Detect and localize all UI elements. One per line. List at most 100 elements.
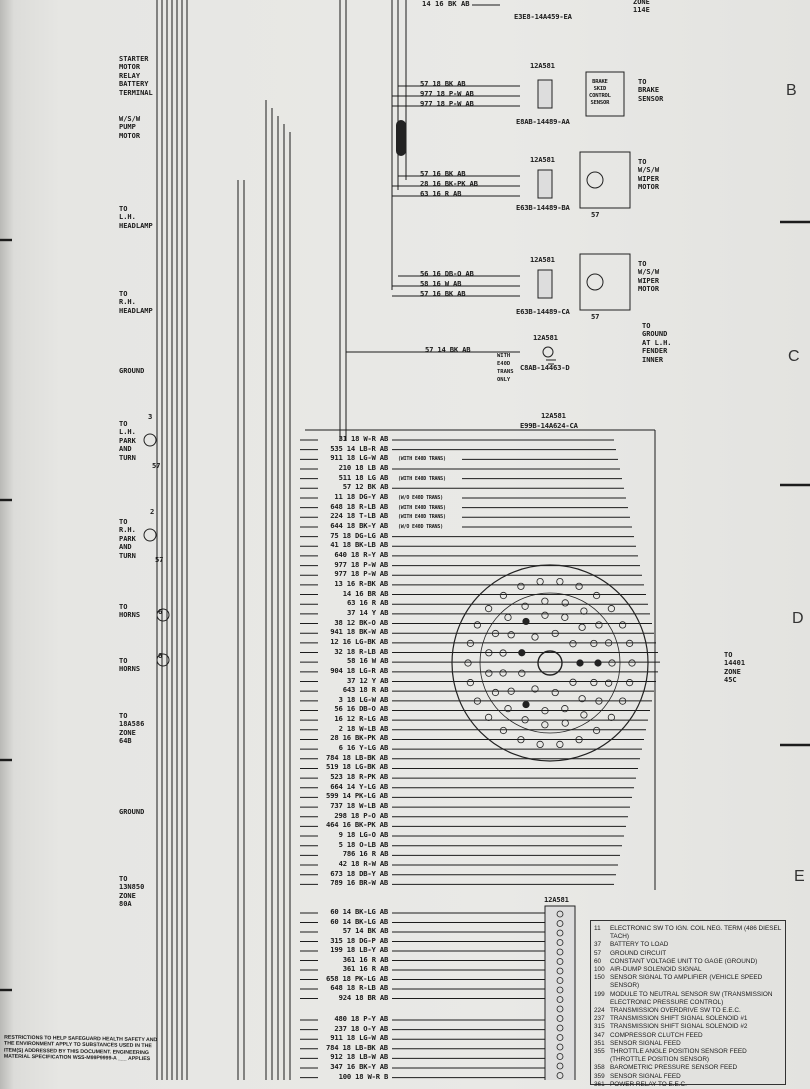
connector-pin	[556, 939, 564, 946]
restriction-note: RESTRICTIONS TO HELP SAFEGUARD HEALTH SA…	[3, 1034, 158, 1063]
legend-description: COMPRESSOR CLUTCH FEED	[610, 1031, 703, 1039]
zone-letter-d: D	[792, 610, 804, 627]
wire-label: 57 18 BK AB	[420, 79, 466, 88]
legend-circuit-number: 355	[594, 1048, 605, 1056]
connector-icon	[537, 79, 553, 109]
legend-description: TRANSMISSION OVERDRIVE SW TO E.E.C.	[610, 1007, 741, 1015]
wire-label: 237 18 O-Y AB	[334, 1023, 389, 1033]
connector-pin	[556, 910, 564, 918]
connector-pin	[626, 679, 634, 687]
legend-circuit-number: 100	[594, 966, 605, 974]
lamp-socket-icon	[156, 653, 170, 667]
connector-pin	[607, 605, 615, 613]
wire-label: 13 16 R-BK AB	[334, 578, 389, 588]
legend-circuit-number: 37	[594, 941, 602, 949]
legend-circuit-number: 11	[594, 925, 601, 932]
wire-label: 599 14 PK-LG AB	[326, 791, 388, 801]
connector-pin	[499, 726, 508, 735]
legend-description: ELECTRONIC SW TO IGN. COIL NEG. TERM (48…	[610, 925, 782, 941]
connector-pin	[485, 669, 493, 677]
connector-pin	[499, 649, 507, 657]
legend-description: THROTTLE ANGLE POSITION SENSOR FEED (THR…	[610, 1048, 747, 1064]
wire-label: 57 16 BK AB	[420, 289, 466, 298]
brake-sensor-label: BRAKE SKID CONTROL SENSOR	[589, 79, 611, 106]
wire-label: 924 18 BR AB	[338, 992, 389, 1002]
motor-icon	[586, 171, 604, 189]
wire-label: 60 14 BK-LG AB	[330, 916, 388, 926]
connector-pin	[580, 607, 588, 615]
connector-pin	[517, 582, 525, 590]
connector-pin	[466, 679, 474, 687]
wire-label: 58 16 W AB	[347, 656, 389, 666]
legend-row: 11 ELECTRONIC SW TO IGN. COIL NEG. TERM (…	[594, 925, 782, 941]
connector-pin	[626, 639, 634, 647]
connector-pin	[522, 700, 530, 709]
connector-icon	[537, 169, 553, 199]
connector-pin	[556, 996, 564, 1003]
connector-code: 12A581	[530, 155, 555, 164]
legend-circuit-number: 237	[594, 1015, 605, 1023]
connector-pin	[536, 577, 544, 586]
wire-label: 648 18 R-LB AB	[330, 501, 388, 511]
wire-label: 11 18 DG-Y AB	[334, 491, 389, 501]
connector-pin	[556, 1072, 564, 1079]
left-label: W/S/W PUMP MOTOR	[119, 115, 141, 140]
legend-circuit-number: 224	[594, 1007, 605, 1015]
connector-pin	[607, 713, 615, 721]
legend-circuit-number: 315	[594, 1023, 605, 1031]
connector-pin	[466, 639, 474, 647]
connector-pin	[561, 719, 569, 727]
splice-block	[396, 120, 406, 156]
part-number-top: E3E8-14A459-EA	[514, 12, 572, 21]
wire-note: (WITH E40D TRANS)	[398, 456, 446, 463]
connector-pin	[595, 697, 603, 705]
connector-part-number: E8AB-14489-AA	[516, 117, 570, 126]
legend-circuit-number: 150	[594, 974, 605, 982]
wire-label: 63 16 R AB	[420, 189, 462, 198]
connector-pin	[473, 621, 481, 629]
wire-label: 16 12 R-LG AB	[334, 714, 389, 724]
connector-pin	[518, 649, 526, 657]
connector-pin	[499, 669, 507, 677]
wiper-motor-box	[579, 253, 631, 311]
wire-label: 63 16 R AB	[347, 598, 389, 608]
wire-label: 977 18 P-W AB	[420, 99, 474, 108]
wire-label: 56 16 DB-O AB	[420, 269, 474, 278]
left-label: TO 18A586 ZONE 64B	[119, 712, 145, 746]
legend-description: MODULE TO NEUTRAL SENSOR SW (TRANSMISSIO…	[610, 990, 773, 1006]
legend-circuit-number: 359	[594, 1072, 605, 1080]
wire-label: 941 18 BK-W AB	[330, 627, 388, 637]
sensor-box	[585, 71, 625, 117]
legend-description: BAROMETRIC PRESSURE SENSOR FEED	[610, 1064, 738, 1072]
connector-pin	[569, 678, 577, 686]
wire-label: 57 14 BK AB	[342, 926, 389, 935]
wire-label: 784 18 LB-BK AB	[326, 752, 388, 762]
connector-pin	[556, 958, 564, 965]
round-connector-icon	[451, 564, 649, 762]
wire-label: 210 18 LB AB	[338, 462, 389, 472]
connector-pin	[608, 659, 616, 667]
connector-code: 12A581	[530, 61, 555, 70]
connector-pin	[517, 736, 525, 744]
connector-pin	[561, 705, 569, 713]
wire-label: 14 16 BR AB	[342, 588, 389, 598]
lamp-pin-number: 2	[150, 507, 155, 516]
wire-label: 643 18 R AB	[342, 685, 389, 695]
wire-label: 12 16 LG-BK AB	[330, 636, 388, 646]
lamp-pin-number: 57	[152, 461, 161, 470]
connector-part-number: E63B-14489-BA	[516, 203, 570, 212]
connector-pin	[605, 679, 613, 687]
connector-pin	[556, 1053, 564, 1060]
wire-label: 37 12 Y AB	[347, 675, 389, 685]
connector-pin	[580, 711, 588, 719]
wire-label: 480 18 P-Y AB	[334, 1014, 389, 1023]
left-label: TO HORNS	[119, 603, 141, 620]
main-connector-destination: TO 14401 ZONE 45C	[724, 651, 746, 685]
legend-description: POWER RELAY TO E.E.C.	[610, 1080, 687, 1088]
